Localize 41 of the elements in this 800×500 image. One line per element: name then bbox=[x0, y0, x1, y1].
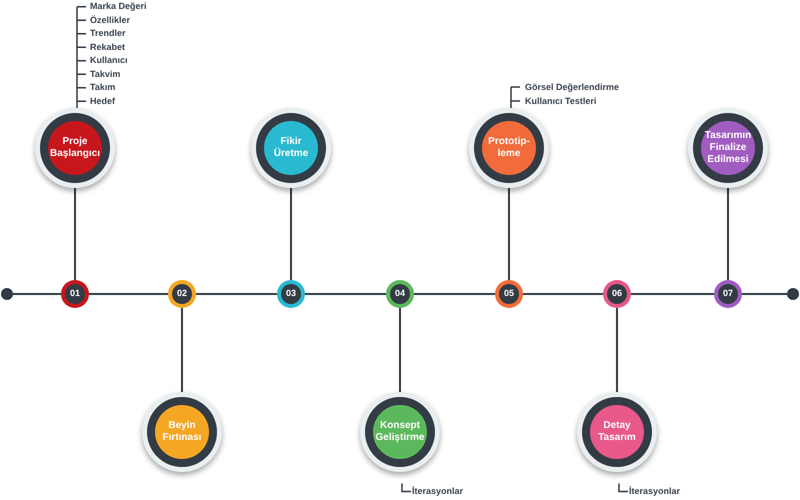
connector-line bbox=[508, 188, 510, 280]
sub-item-label: Kullanıcı Testleri bbox=[525, 95, 598, 108]
connector-line bbox=[89, 293, 168, 295]
connector-line bbox=[742, 293, 787, 295]
connector-line bbox=[523, 293, 603, 295]
step-number: 02 bbox=[176, 287, 187, 300]
connector-line bbox=[631, 293, 714, 295]
step-label: Tasarımın Finalize Edilmesi bbox=[704, 130, 752, 166]
step-number: 03 bbox=[286, 287, 296, 300]
step-label: Detay Tasarım bbox=[597, 420, 637, 444]
connector-line bbox=[181, 308, 183, 392]
step-label: Beyin Fırtınası bbox=[162, 420, 202, 444]
sub-item-label: Marka Değeri bbox=[90, 0, 147, 13]
step-label: Proje Başlangıcı bbox=[48, 136, 102, 160]
connector-line bbox=[74, 188, 76, 280]
sub-item-label: Rekabet bbox=[90, 40, 126, 54]
sub-item-label: Takım bbox=[90, 81, 116, 94]
sub-item-label: Hedef bbox=[90, 94, 116, 108]
connector-line bbox=[414, 293, 495, 295]
connector-line bbox=[13, 293, 61, 295]
step-number: 06 bbox=[612, 287, 622, 300]
sub-item-label: Kullanıcı bbox=[90, 54, 129, 67]
connector-line bbox=[616, 308, 618, 392]
sub-item-label: İterasyonlar bbox=[412, 485, 464, 498]
connector-line bbox=[399, 308, 401, 392]
step-label: Prototip- leme bbox=[487, 136, 531, 160]
step-number: 01 bbox=[70, 287, 80, 300]
step-number: 04 bbox=[394, 287, 405, 300]
step-label: Fikir Üretme bbox=[272, 136, 310, 160]
connector-line bbox=[727, 188, 729, 280]
sub-item-label: Trendler bbox=[90, 27, 127, 40]
sub-item-label: İterasyonlar bbox=[629, 485, 680, 498]
sub-item-label: Görsel Değerlendirme bbox=[525, 81, 620, 94]
sub-item-label: Özellikler bbox=[90, 14, 132, 26]
step-label: Konsept Geliştirme bbox=[374, 420, 426, 444]
step-number: 07 bbox=[722, 287, 733, 300]
connector-line bbox=[196, 293, 277, 295]
connector-line bbox=[290, 188, 292, 280]
sub-item-label: Takvim bbox=[90, 68, 122, 80]
step-number: 05 bbox=[504, 287, 514, 300]
connector-line bbox=[305, 293, 386, 295]
